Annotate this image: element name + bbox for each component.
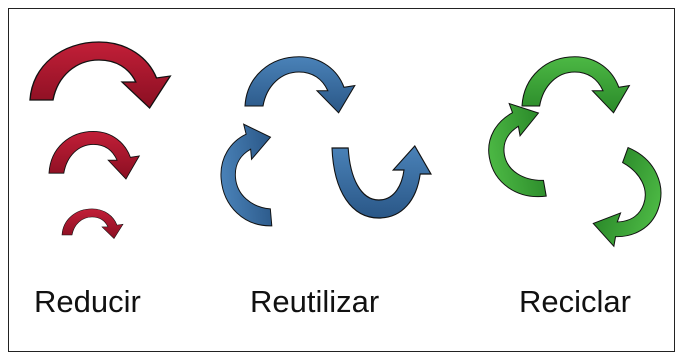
reuse-arrow-left <box>216 121 279 231</box>
reuse-arrows-icon <box>216 56 432 231</box>
recycle-arrows-icon <box>480 56 675 257</box>
label-reduce: Reducir <box>34 284 141 319</box>
reuse-arrow-right <box>331 145 432 219</box>
reduce-arrows-icon <box>29 41 171 239</box>
reduce-arrow-medium <box>48 130 140 180</box>
label-reuse: Reutilizar <box>250 284 380 319</box>
label-recycle: Reciclar <box>519 284 631 319</box>
reduce-arrow-small <box>61 208 124 239</box>
recycle-arrow-right <box>587 144 675 257</box>
recycle-arrow-top <box>521 56 630 114</box>
reduce-arrow-large <box>29 41 171 109</box>
reuse-arrow-top <box>244 56 356 114</box>
recycle-arrow-left <box>480 98 554 206</box>
